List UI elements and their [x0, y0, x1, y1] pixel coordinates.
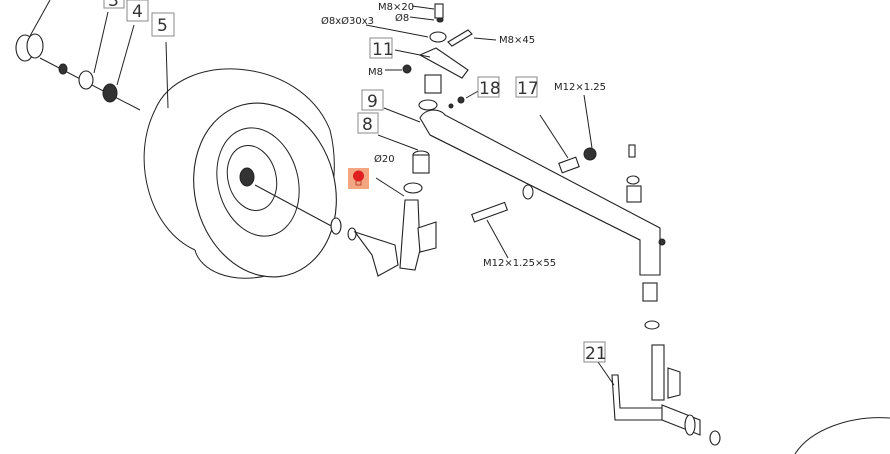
- label-m8x20: M8×20: [378, 2, 414, 13]
- label-m8: M8: [368, 67, 383, 78]
- label-washer: Ø8xØ30x3: [321, 15, 374, 27]
- callout-9: 9: [367, 92, 378, 112]
- callout-17: 17: [517, 79, 539, 99]
- callout-8: 8: [362, 115, 373, 135]
- label-d8: Ø8: [395, 12, 409, 24]
- spindle: [330, 150, 437, 277]
- label-m8x45: M8×45: [499, 35, 535, 46]
- spec-labels: M8×20 Ø8 Ø8xØ30x3 M8×45 M8 Ø20 M12×1.25 …: [321, 2, 606, 269]
- callout-11: 11: [372, 40, 394, 60]
- label-m12x1-25x55: M12×1.25×55: [483, 258, 556, 269]
- front-axle: [377, 94, 666, 330]
- right-spindle: [597, 344, 890, 454]
- label-m12x1-25: M12×1.25: [554, 82, 606, 93]
- callout-3: 3: [108, 0, 119, 11]
- callouts: 3 4 5 11 9 8 18 17 21: [103, 0, 607, 364]
- callout-21: 21: [585, 344, 607, 364]
- callout-4: 4: [132, 2, 143, 22]
- hotspot-marker-icon[interactable]: [348, 168, 369, 189]
- callout-18: 18: [479, 79, 501, 99]
- steering-arm: [365, 3, 497, 111]
- hub-parts: [15, 0, 169, 111]
- tire: [143, 68, 337, 279]
- callout-5: 5: [157, 16, 168, 36]
- label-d20: Ø20: [374, 153, 395, 165]
